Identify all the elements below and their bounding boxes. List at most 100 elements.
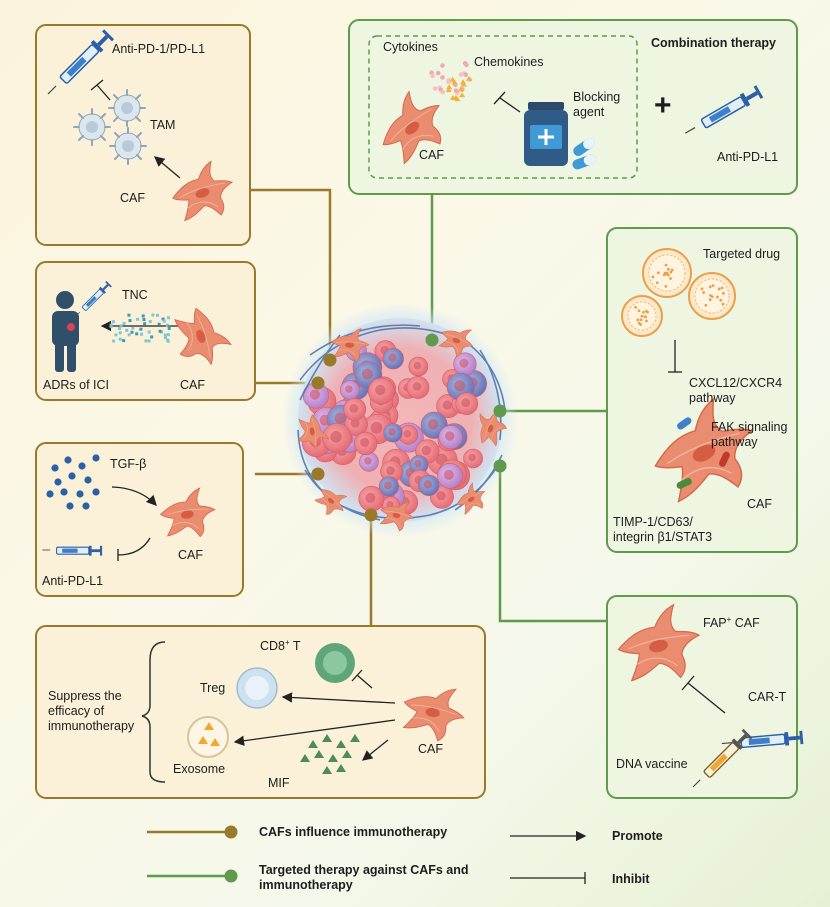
cart-label: CAR-T xyxy=(748,690,787,704)
tnc-particle xyxy=(127,333,131,337)
tnc-particle xyxy=(128,319,132,323)
legend-green-label: Targeted therapy against CAFs and immuno… xyxy=(259,863,469,892)
tnc-particle xyxy=(167,325,171,329)
tumor-cell-nucleus xyxy=(427,418,439,430)
legend-inhibit-label: Inhibit xyxy=(612,872,650,886)
tgfb-particle xyxy=(78,462,86,470)
tgfb-particle xyxy=(60,488,68,496)
tnc-particle xyxy=(156,313,160,317)
cytokine-dot xyxy=(440,89,446,95)
chemokine-triangle xyxy=(451,79,458,85)
anti-pd1-label: Anti-PD-1/PD-L1 xyxy=(112,42,206,56)
tumor-cell-nucleus xyxy=(423,480,432,489)
tnc-particle xyxy=(166,333,170,337)
tnc-particle xyxy=(117,326,121,330)
cytokine-dot xyxy=(446,78,451,83)
drug-payload-dot xyxy=(636,318,640,322)
panel-targeted-drug xyxy=(606,227,798,553)
tgfb-particle xyxy=(92,488,100,496)
cytokine-dot xyxy=(430,73,435,79)
tumor-cell-nucleus xyxy=(436,490,446,501)
drug-payload-dot xyxy=(634,305,638,309)
tnc-particle xyxy=(135,332,139,336)
tnc-particle xyxy=(147,339,151,343)
chemokine-triangle xyxy=(449,76,456,82)
tgfb-particle xyxy=(82,502,90,510)
chemokine-triangle xyxy=(446,84,453,90)
tnc-particle xyxy=(157,322,161,326)
drug-payload-dot xyxy=(666,273,670,277)
drug-payload-dot xyxy=(720,286,724,290)
tumor-cell-nucleus xyxy=(309,389,321,400)
tumor-cell-nucleus xyxy=(386,466,395,475)
drug-payload-dot xyxy=(719,298,723,302)
tnc-particle xyxy=(163,336,167,340)
tumor-cell-nucleus xyxy=(388,353,397,362)
tnc-particle xyxy=(122,339,126,343)
drug-payload-dot xyxy=(669,277,672,280)
tgfb-particle xyxy=(92,454,100,462)
plus-sign: + xyxy=(654,89,672,122)
tnc-particle xyxy=(147,330,151,334)
panel-suppress xyxy=(35,625,486,799)
tumor-cell-nucleus xyxy=(361,368,373,380)
chemokine-triangle xyxy=(466,75,473,81)
drug-payload-dot xyxy=(637,309,641,313)
mif-label: MIF xyxy=(268,776,290,790)
drug-payload-dot xyxy=(656,271,660,275)
drug-payload-dot xyxy=(700,287,704,291)
caf-label-a: CAF xyxy=(120,191,145,205)
tnc-particle xyxy=(148,320,152,324)
fak-label: FAK signaling pathway xyxy=(711,420,788,449)
drug-payload-dot xyxy=(651,275,655,279)
tgfb-particle xyxy=(51,464,59,472)
cytokine-dot xyxy=(435,70,441,76)
legend-graphics xyxy=(147,825,587,884)
cytokine-dot xyxy=(432,86,438,91)
tnc-particle xyxy=(165,323,169,327)
drug-payload-dot xyxy=(708,298,712,302)
mif-particle xyxy=(322,766,332,774)
tam-label: TAM xyxy=(150,118,176,132)
tnc-particle xyxy=(150,335,154,339)
tgfb-particle xyxy=(76,490,84,498)
targeted-drug-label: Targeted drug xyxy=(703,247,781,261)
tumor-cell-nucleus xyxy=(334,412,347,424)
mif-particle xyxy=(336,740,346,748)
adrs-label: ADRs of ICI xyxy=(43,378,109,392)
cytokine-dot xyxy=(464,62,469,68)
cytokine-dot xyxy=(453,88,459,93)
drug-payload-dot xyxy=(704,303,708,307)
chemokine-triangle xyxy=(457,86,464,92)
tnc-particle xyxy=(119,324,123,328)
tnc-particle xyxy=(144,339,148,343)
panel-anti-pd1-tam xyxy=(35,24,251,246)
suppress-label: Suppress the efficacy of immunotherapy xyxy=(48,689,135,733)
drug-payload-dot xyxy=(702,291,705,294)
tgfb-particle xyxy=(66,502,74,510)
chemokines-label: Chemokines xyxy=(474,55,544,69)
cytokine-dot xyxy=(458,72,464,77)
mif-particle xyxy=(322,734,332,742)
tnc-particle xyxy=(125,328,129,332)
cytokine-dot xyxy=(463,72,469,78)
tumor-cell-nucleus xyxy=(370,421,383,434)
mif-particle xyxy=(314,750,324,758)
chemokine-triangle xyxy=(445,87,452,93)
tnc-particle xyxy=(118,337,122,341)
tgfb-label: TGF-β xyxy=(110,457,147,471)
panel-fap-cart xyxy=(606,595,811,799)
mif-particle xyxy=(350,734,360,742)
panel-tnc-adrs xyxy=(35,261,256,401)
tnc-particle xyxy=(136,317,140,321)
tnc-particle xyxy=(111,320,115,324)
cytokines-label: Cytokines xyxy=(383,40,438,54)
anti-pdl1-label-c: Anti-PD-L1 xyxy=(42,574,104,588)
drug-payload-dot xyxy=(666,267,670,271)
drug-payload-dot xyxy=(722,291,725,295)
treg-label: Treg xyxy=(200,681,226,695)
tnc-particle xyxy=(151,313,155,317)
tumor-cell-nucleus xyxy=(349,403,359,413)
